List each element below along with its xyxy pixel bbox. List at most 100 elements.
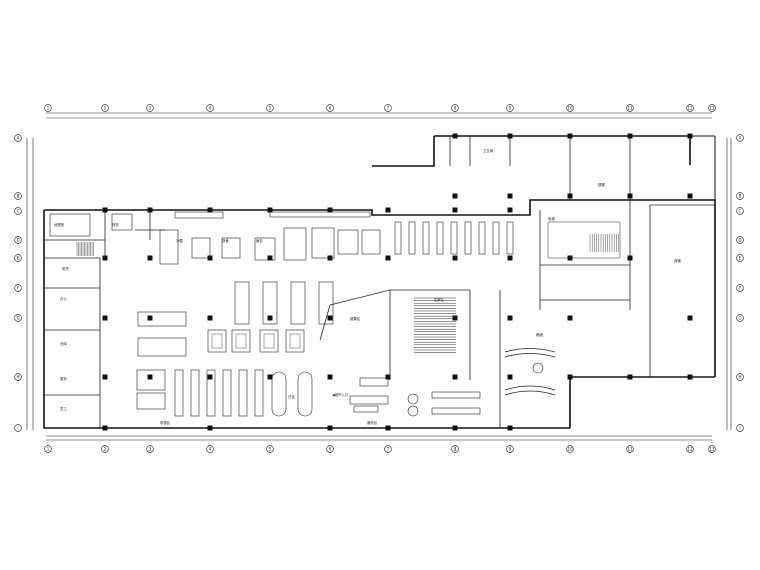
fixture [353, 405, 379, 413]
structural-column [267, 374, 273, 380]
fixture [238, 369, 248, 417]
axis-label: H [16, 374, 19, 379]
outer-walls [43, 135, 716, 429]
axis-label: 12 [687, 446, 693, 451]
axis-label: B [739, 193, 742, 198]
axis-label: 2 [104, 446, 107, 451]
structural-column [385, 255, 391, 261]
fixture [206, 369, 216, 417]
store7-label: 面包 [256, 238, 263, 243]
structural-column [102, 374, 108, 380]
fixture [431, 391, 481, 399]
axis-bubble: A [736, 134, 744, 142]
structural-column [452, 193, 458, 199]
axis-bubble: 6 [326, 445, 334, 453]
axis-bubble: 12 [686, 445, 694, 453]
axis-label: E [17, 255, 20, 260]
axis-label: I [739, 425, 740, 430]
axis-label: 1 [47, 446, 50, 451]
plan-labels: ◀超市入口 经理室 财务 办公 仓库 更衣 员工 收货 收银区 服务台 生鲜区 … [54, 148, 681, 425]
stair-right [547, 221, 621, 259]
structural-column [687, 193, 693, 199]
structural-column [102, 315, 108, 321]
structural-column [452, 425, 458, 431]
structural-column [207, 374, 213, 380]
fixture [285, 329, 305, 353]
structural-column [452, 133, 458, 139]
fixture [174, 369, 184, 417]
axis-bubble: 1 [44, 104, 52, 112]
store9-label: 烟酒 [536, 332, 543, 337]
structural-column [627, 193, 633, 199]
axis-bubble: 3 [146, 445, 154, 453]
structural-column [327, 425, 333, 431]
structural-column [147, 374, 153, 380]
fixture [407, 405, 419, 417]
structural-column [452, 315, 458, 321]
fixture [349, 395, 389, 405]
axis-bubble: F [14, 284, 22, 292]
fixture [504, 390, 556, 396]
store3-label: 生鲜区 [434, 297, 445, 302]
axis-bubble: 8 [451, 445, 459, 453]
office2-label: 财务 [112, 222, 119, 227]
structural-column [567, 193, 573, 199]
axis-bubble: 10 [566, 445, 574, 453]
axis-label: D [16, 237, 19, 242]
structural-column [507, 425, 513, 431]
office1-label: 经理室 [54, 222, 65, 227]
structural-column [385, 425, 391, 431]
axis-bubble: 4 [206, 104, 214, 112]
structural-column [567, 374, 573, 380]
axis-label: 9 [509, 446, 512, 451]
fixture [504, 353, 556, 358]
store2-label: 服务台 [367, 420, 378, 425]
axis-bubble: D [736, 236, 744, 244]
axis-label: D [738, 237, 741, 242]
room-d-label: 员工 [60, 407, 67, 411]
axis-bubble: G [736, 314, 744, 322]
axis-label: B [17, 193, 20, 198]
axis-label: 3 [149, 446, 152, 451]
axis-label: 4 [209, 105, 212, 110]
structural-column [327, 374, 333, 380]
axis-label: 7 [387, 446, 390, 451]
axis-bubble: C [736, 207, 744, 215]
axis-bubble: E [736, 254, 744, 262]
axis-bubble: 12 [686, 104, 694, 112]
structural-column [207, 315, 213, 321]
fixture [311, 227, 335, 259]
structural-column [627, 133, 633, 139]
fixture [436, 221, 444, 255]
axis-label: 6 [329, 105, 332, 110]
room-b-label: 仓库 [60, 341, 67, 346]
fixture [137, 337, 187, 357]
fixture [431, 407, 481, 415]
entrance-label: ◀超市入口 [332, 392, 348, 397]
store11-label: 楼梯 [598, 182, 605, 187]
fixture [222, 369, 232, 417]
structural-column [567, 315, 573, 321]
structural-column [567, 133, 573, 139]
axis-label: 5 [269, 105, 272, 110]
store1-label: 收银区 [160, 420, 171, 425]
room-c-label: 更衣 [60, 376, 67, 381]
axis-label: 8 [454, 105, 457, 110]
fixture [221, 237, 241, 259]
structural-column [267, 255, 273, 261]
axis-label: A [17, 135, 20, 140]
axis-bubble: 11 [626, 104, 634, 112]
axis-bubble: 9 [506, 445, 514, 453]
axis-bubble: 6 [326, 104, 334, 112]
fixture [191, 237, 211, 259]
fixture [235, 333, 247, 349]
axis-bubble: 10 [566, 104, 574, 112]
fixture [234, 281, 250, 325]
axis-label: E [739, 255, 742, 260]
fixture [464, 221, 472, 255]
fixture [532, 362, 544, 374]
axis-bubble: I [14, 424, 22, 432]
structural-column [452, 255, 458, 261]
axis-label: 9 [509, 105, 512, 110]
structural-column [207, 207, 213, 213]
